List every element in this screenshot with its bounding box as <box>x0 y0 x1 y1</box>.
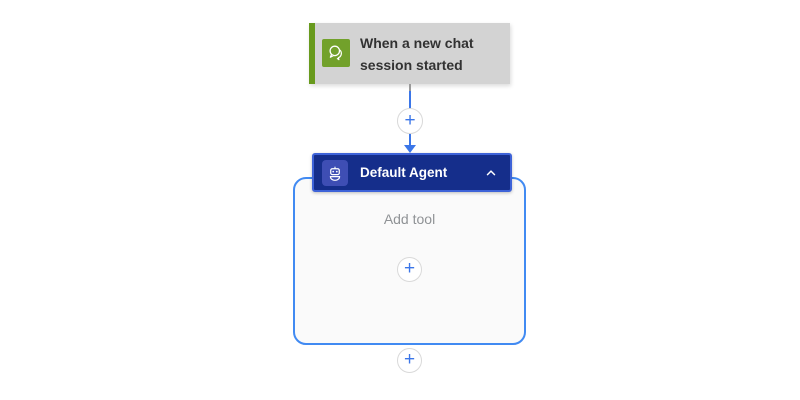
insert-step-button-top[interactable]: + <box>397 108 423 134</box>
chat-bubbles-icon <box>322 39 350 67</box>
trigger-card[interactable]: When a new chat session started <box>309 23 510 84</box>
trigger-accent-bar <box>309 23 315 84</box>
connector-arrowhead <box>404 145 416 153</box>
robot-icon <box>322 159 348 186</box>
insert-step-button-bottom[interactable]: + <box>397 348 422 373</box>
agent-card-header[interactable]: Default Agent <box>312 153 512 192</box>
chevron-up-icon[interactable] <box>484 166 498 180</box>
trigger-title: When a new chat session started <box>360 35 474 73</box>
add-tool-button[interactable]: + <box>397 257 422 282</box>
add-tool-placeholder: Add tool <box>383 211 436 227</box>
connector-stub <box>409 84 411 91</box>
agent-card-title: Default Agent <box>360 165 448 180</box>
